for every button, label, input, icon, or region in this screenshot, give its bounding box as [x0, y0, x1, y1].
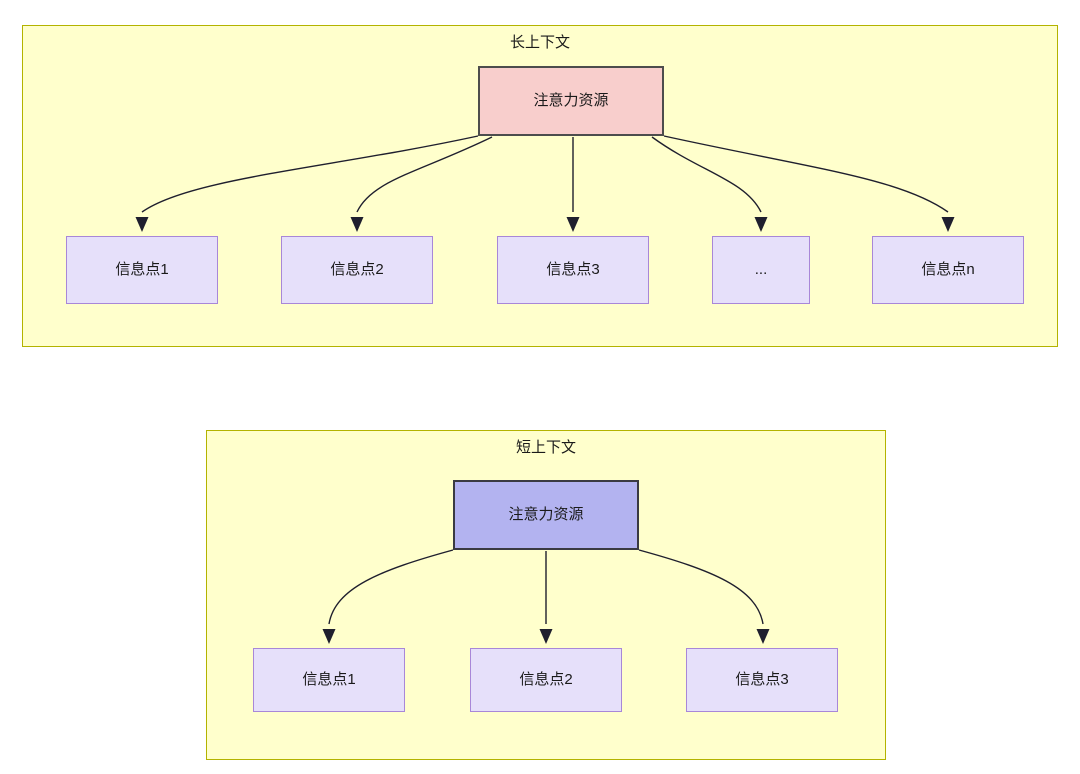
panel-short-context-title: 短上下文 [515, 439, 576, 456]
node-info-point-short-3[interactable]: 信息点3 [686, 648, 838, 712]
node-label: 信息点n [921, 261, 975, 278]
node-info-point-long-3[interactable]: 信息点3 [497, 236, 649, 304]
node-info-point-long-2[interactable]: 信息点2 [281, 236, 433, 304]
node-label: 信息点3 [735, 671, 789, 688]
node-attention-resource-short[interactable]: 注意力资源 [453, 480, 639, 550]
node-label: 注意力资源 [508, 506, 584, 523]
node-label: 信息点2 [330, 261, 384, 278]
node-label: 信息点2 [519, 671, 573, 688]
node-label: 信息点1 [115, 261, 169, 278]
node-label: ... [754, 261, 768, 278]
node-label: 注意力资源 [533, 92, 609, 109]
panel-long-context-title: 长上下文 [509, 34, 570, 51]
node-info-point-long-n[interactable]: 信息点n [872, 236, 1024, 304]
node-info-point-short-2[interactable]: 信息点2 [470, 648, 622, 712]
node-info-point-long-ellipsis[interactable]: ... [712, 236, 810, 304]
node-attention-resource-long[interactable]: 注意力资源 [478, 66, 664, 136]
node-info-point-short-1[interactable]: 信息点1 [253, 648, 405, 712]
node-label: 信息点1 [302, 671, 356, 688]
node-label: 信息点3 [546, 261, 600, 278]
node-info-point-long-1[interactable]: 信息点1 [66, 236, 218, 304]
